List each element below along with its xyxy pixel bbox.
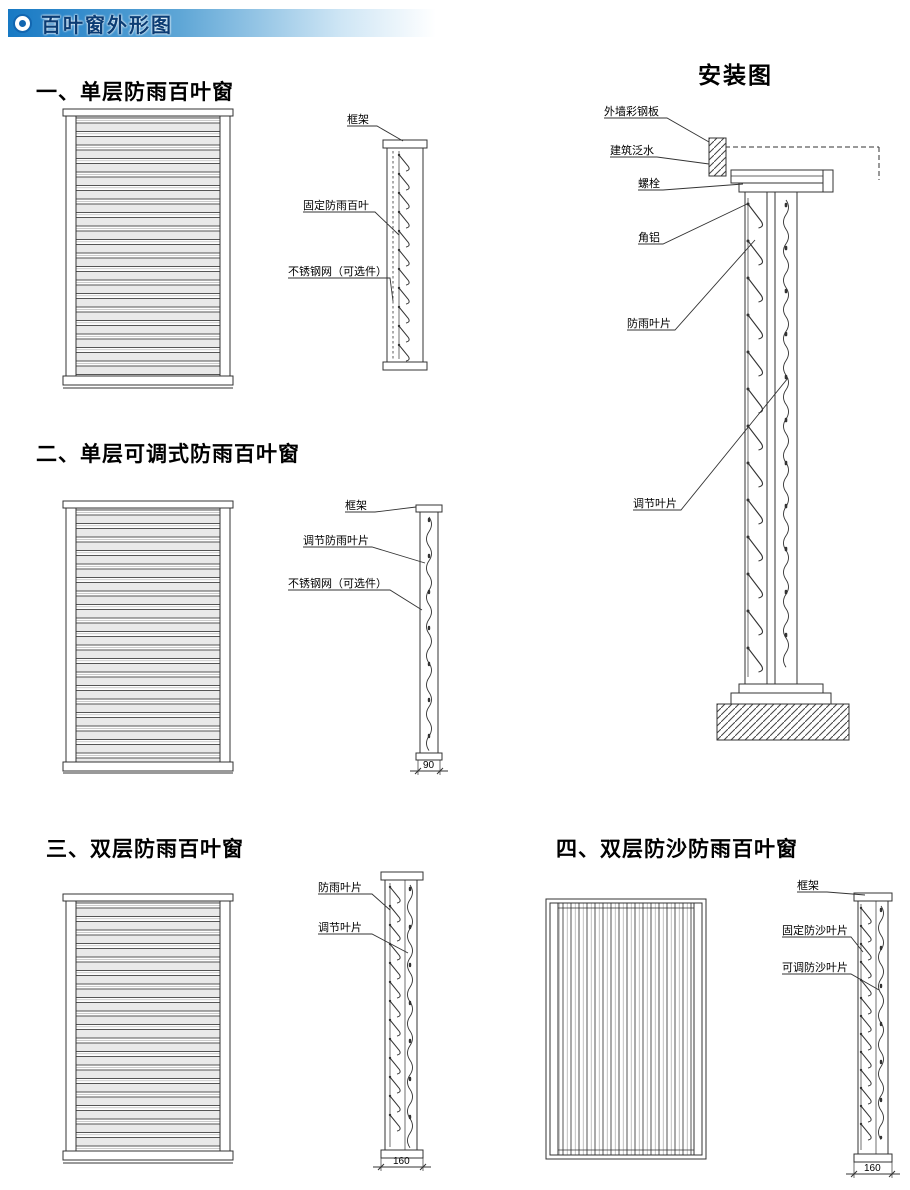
label-fixed-sand-blade: 固定防沙叶片 xyxy=(782,923,848,937)
side-view-labels: 框架 固定防雨百叶 不锈钢网（可选件） xyxy=(288,113,404,302)
leader-line xyxy=(638,203,748,245)
dimension: 160 xyxy=(373,1156,431,1171)
installation-diagram: 外墙彩钢板 建筑泛水 螺栓 角铝 防雨叶片 调节叶片 xyxy=(604,104,880,741)
dimension-value: 160 xyxy=(864,1163,881,1174)
front-view-adjustable-rain-louver xyxy=(62,500,234,774)
front-view-double-sand-rain-louver xyxy=(545,898,707,1160)
leader-line xyxy=(288,277,394,302)
dimension: 160 xyxy=(846,1162,900,1178)
side-view-adjustable-rain-louver: 框架 调节防雨叶片 不锈钢网（可选件） 90 xyxy=(288,499,448,775)
label-mesh: 不锈钢网（可选件） xyxy=(288,265,387,278)
label-flashing: 建筑泛水 xyxy=(610,143,654,157)
top-channel xyxy=(730,169,832,184)
leader-line xyxy=(627,239,756,331)
label-frame: 框架 xyxy=(797,879,819,892)
side-strip xyxy=(853,892,893,1163)
side-view-labels: 框架 固定防沙叶片 可调防沙叶片 xyxy=(782,879,880,991)
base-pedestal xyxy=(716,703,850,741)
label-adjustable-sand-blade: 可调防沙叶片 xyxy=(782,960,848,974)
adjustable-blades-column xyxy=(783,199,789,674)
leader-line xyxy=(303,211,400,236)
leader-line xyxy=(303,546,426,564)
label-frame: 框架 xyxy=(347,113,369,126)
dimension: 90 xyxy=(410,760,448,775)
leader-line xyxy=(318,893,391,911)
side-view-labels: 防雨叶片 调节叶片 xyxy=(318,880,409,954)
rain-blades-column xyxy=(745,201,764,673)
install-structure xyxy=(708,137,880,741)
page-title: 百叶窗外形图 xyxy=(41,14,173,37)
leader-line xyxy=(288,589,423,611)
flashing-block xyxy=(708,137,727,177)
leader-line xyxy=(318,933,409,954)
page-header: 百叶窗外形图 xyxy=(8,9,436,37)
label-fixed-blade: 固定防雨百叶 xyxy=(303,198,369,212)
leader-line xyxy=(797,891,866,896)
dimension-value: 90 xyxy=(423,760,435,771)
label-frame: 框架 xyxy=(345,499,367,512)
label-adjustable-blade: 调节叶片 xyxy=(633,497,677,510)
section-2-title: 二、单层可调式防雨百叶窗 xyxy=(36,443,300,466)
leader-line xyxy=(782,936,864,953)
label-wall-panel: 外墙彩钢板 xyxy=(604,104,659,118)
side-view-labels: 框架 调节防雨叶片 不锈钢网（可选件） xyxy=(288,499,426,611)
leader-line xyxy=(345,506,417,513)
side-strip xyxy=(382,139,428,371)
leader-line xyxy=(782,973,880,991)
section-1-title: 一、单层防雨百叶窗 xyxy=(36,81,234,104)
label-adjustable-blade: 调节防雨叶片 xyxy=(303,533,369,547)
side-strip xyxy=(415,504,443,761)
install-title: 安装图 xyxy=(698,62,773,88)
side-view-single-rain-louver: 框架 固定防雨百叶 不锈钢网（可选件） xyxy=(288,113,428,371)
front-view-double-rain-louver xyxy=(62,893,234,1164)
side-view-double-sand-rain-louver: 框架 固定防沙叶片 可调防沙叶片 160 xyxy=(782,879,900,1178)
section-3-title: 三、双层防雨百叶窗 xyxy=(46,838,244,861)
side-view-double-rain-louver: 防雨叶片 调节叶片 160 xyxy=(318,871,431,1171)
leader-line xyxy=(347,125,404,142)
bottom-channel xyxy=(730,692,832,705)
leader-line xyxy=(604,117,710,143)
label-bolt: 螺栓 xyxy=(638,176,660,190)
label-mesh: 不锈钢网（可选件） xyxy=(288,577,387,590)
target-icon xyxy=(13,13,32,33)
label-rain-blade: 防雨叶片 xyxy=(318,880,362,894)
leader-line xyxy=(633,377,789,511)
leader-line xyxy=(610,156,710,165)
front-view-single-rain-louver xyxy=(62,108,234,389)
section-4-title: 四、双层防沙防雨百叶窗 xyxy=(556,838,798,861)
side-strip xyxy=(380,871,424,1159)
install-labels: 外墙彩钢板 建筑泛水 螺栓 角铝 防雨叶片 调节叶片 xyxy=(604,104,789,511)
label-rain-blade: 防雨叶片 xyxy=(627,316,671,330)
label-adjustable-blade: 调节叶片 xyxy=(318,921,362,934)
label-angle-aluminum: 角铝 xyxy=(638,230,660,244)
leader-line xyxy=(638,183,744,191)
dimension-value: 160 xyxy=(393,1156,410,1167)
